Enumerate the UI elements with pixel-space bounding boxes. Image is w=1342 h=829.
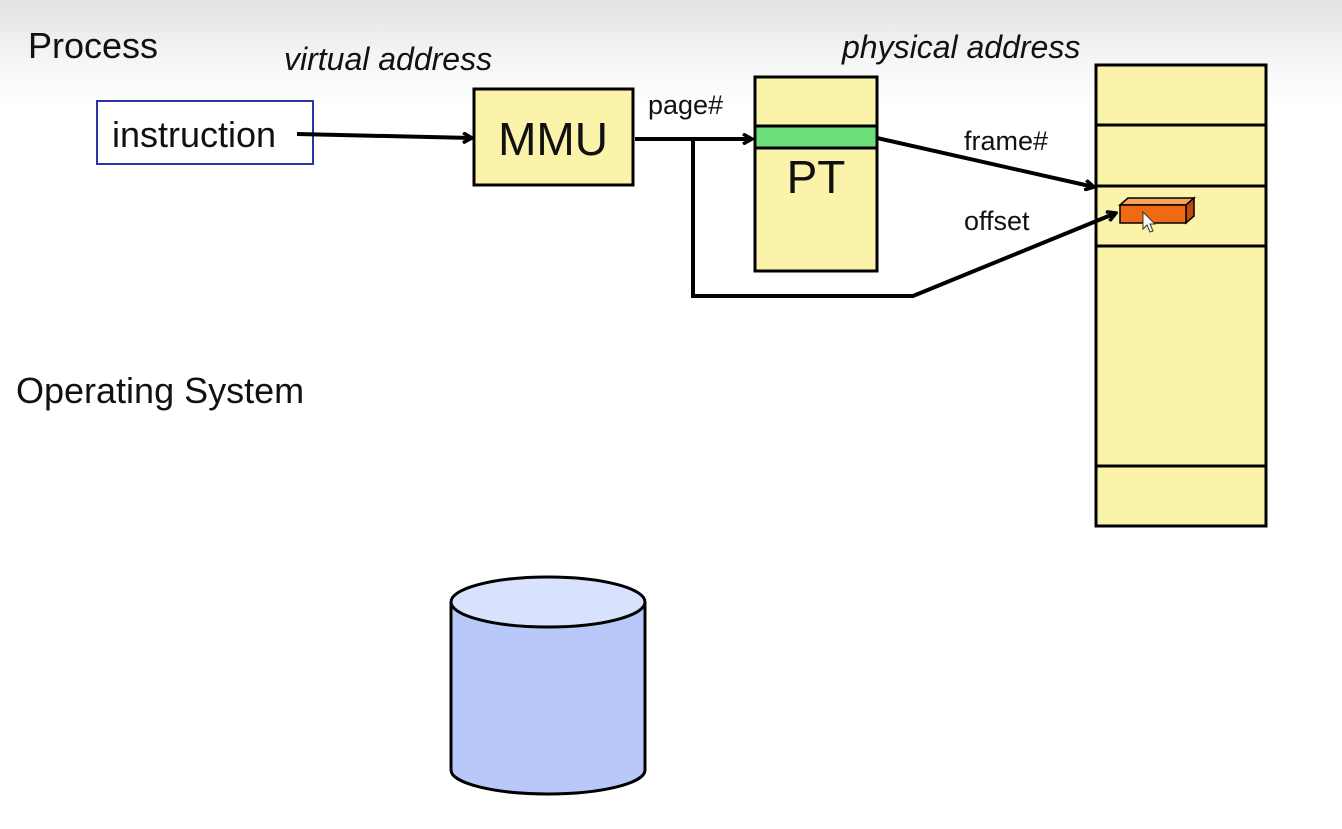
mmu-label: MMU — [498, 113, 608, 165]
physical-memory — [1094, 63, 1268, 528]
target-byte — [1118, 196, 1196, 225]
instruction-box — [96, 100, 314, 165]
instruction-to-mmu-arrow — [296, 134, 472, 138]
frame-number-label: frame# — [964, 126, 1048, 156]
mmu-box — [472, 87, 635, 187]
instruction-label: instruction — [112, 114, 276, 155]
disk-icon — [449, 575, 647, 796]
page-table-entry — [753, 124, 879, 150]
process-title: Process — [28, 25, 158, 66]
page-table — [753, 75, 879, 273]
virtual-address-label: virtual address — [284, 41, 492, 77]
offset-label: offset — [964, 206, 1030, 236]
operating-system-title: Operating System — [16, 370, 304, 411]
page-number-label: page# — [648, 90, 723, 120]
physical-address-label: physical address — [841, 29, 1080, 65]
pt-label: PT — [787, 151, 846, 203]
offset-arrow — [691, 139, 1116, 298]
cursor-icon — [1142, 210, 1157, 233]
frame-number-arrow — [876, 136, 1094, 187]
